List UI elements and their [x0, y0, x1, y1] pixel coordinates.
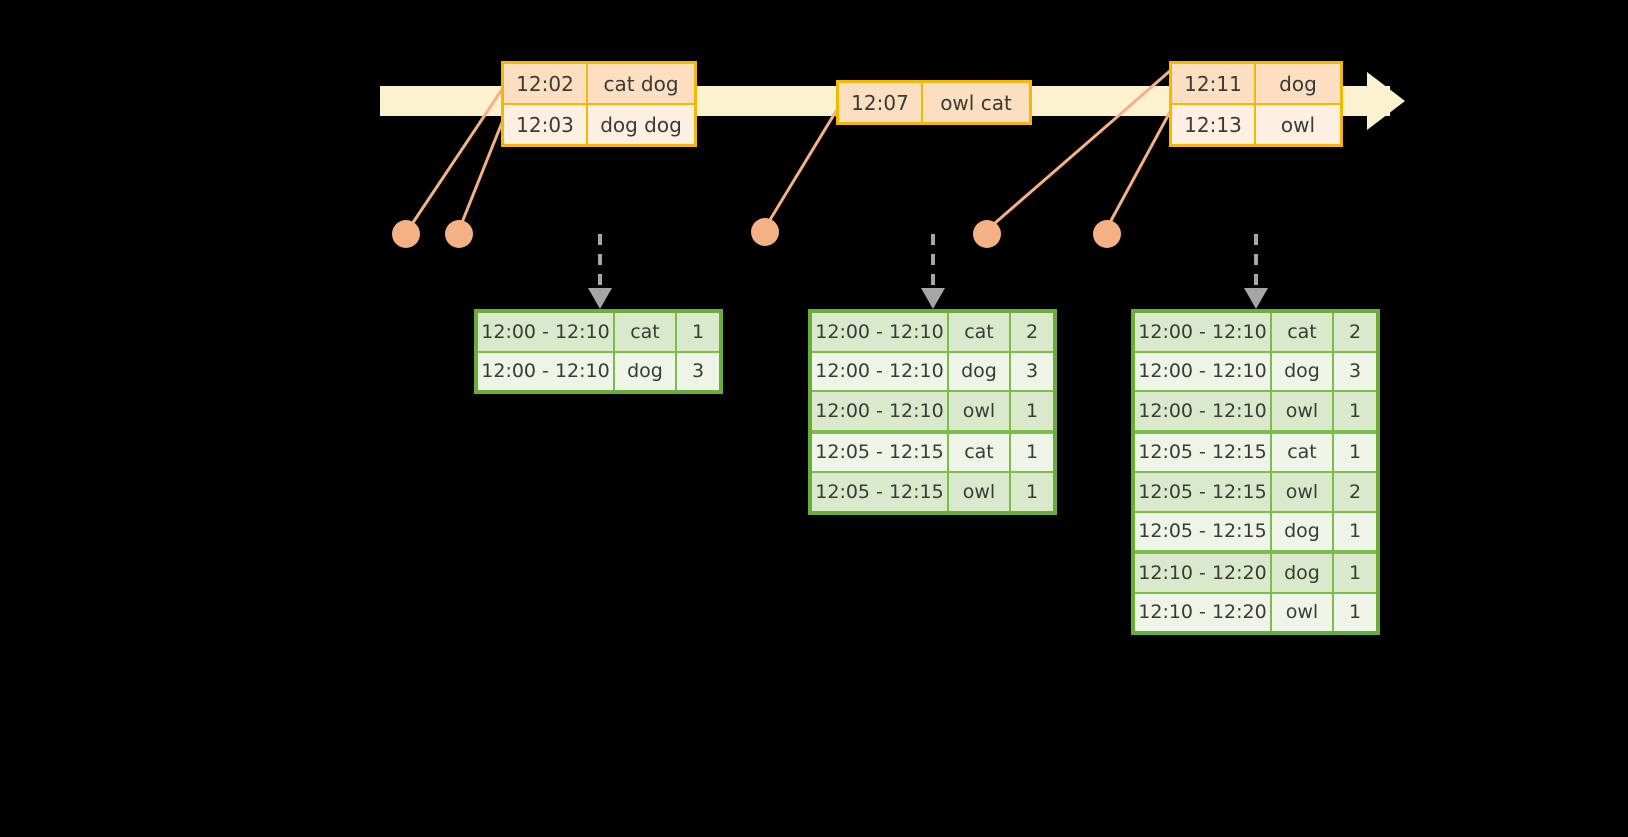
event-row[interactable]: 12:02 cat dog [504, 64, 694, 103]
timeline-arrowhead-icon [1367, 72, 1405, 130]
result-count: 3 [1334, 352, 1376, 390]
event-time: 12:02 [504, 64, 588, 103]
event-row[interactable]: 12:07 owl cat [839, 83, 1029, 122]
emit-arrow-head-2 [921, 288, 945, 309]
event-row[interactable]: 12:11 dog [1172, 64, 1340, 103]
event-value: owl [1256, 105, 1340, 144]
result-count: 2 [1334, 473, 1376, 511]
connector-dot-1213 [1093, 220, 1121, 248]
result-window: 12:05 - 12:15 [1135, 473, 1272, 511]
result-count: 1 [1011, 473, 1053, 511]
event-time: 12:13 [1172, 105, 1256, 144]
connector-line-1207 [763, 107, 840, 229]
connector-dot-1207 [751, 218, 779, 246]
result-count: 3 [1011, 352, 1053, 390]
result-count: 1 [1334, 392, 1376, 430]
result-count: 1 [1334, 593, 1376, 631]
result-window: 12:05 - 12:15 [812, 473, 949, 511]
result-key: cat [949, 313, 1011, 351]
result-window: 12:00 - 12:10 [478, 313, 615, 351]
result-key: owl [1272, 593, 1334, 631]
event-box-group-1[interactable]: 12:02 cat dog 12:03 dog dog [501, 61, 697, 147]
result-window: 12:00 - 12:10 [1135, 392, 1272, 430]
connector-line-1213 [1105, 109, 1173, 229]
result-window: 12:10 - 12:20 [1135, 593, 1272, 631]
connector-dot-1202 [392, 220, 420, 248]
result-count: 1 [1334, 554, 1376, 592]
result-count: 1 [677, 313, 719, 351]
event-box-group-2[interactable]: 12:07 owl cat [836, 80, 1032, 125]
event-row[interactable]: 12:13 owl [1172, 103, 1340, 144]
result-key: cat [1272, 313, 1334, 351]
result-key: cat [615, 313, 677, 351]
emit-arrow-head-3 [1244, 288, 1268, 309]
result-window: 12:00 - 12:10 [1135, 352, 1272, 390]
result-count: 1 [1011, 392, 1053, 430]
result-window: 12:05 - 12:15 [1135, 433, 1272, 471]
result-key: cat [949, 433, 1011, 471]
result-key: dog [1272, 512, 1334, 550]
connector-dot-1203 [445, 220, 473, 248]
result-key: owl [1272, 392, 1334, 430]
result-key: dog [1272, 352, 1334, 390]
result-count: 1 [1334, 433, 1376, 471]
result-window: 12:00 - 12:10 [478, 352, 615, 390]
emit-arrow-head-1 [588, 288, 612, 309]
result-count: 2 [1011, 313, 1053, 351]
result-key: owl [1272, 473, 1334, 511]
result-key: owl [949, 392, 1011, 430]
result-window: 12:00 - 12:10 [812, 392, 949, 430]
event-value: owl cat [923, 83, 1029, 122]
result-count: 1 [1334, 512, 1376, 550]
event-value: dog dog [588, 105, 694, 144]
result-key: dog [615, 352, 677, 390]
event-time: 12:07 [839, 83, 923, 122]
connector-dot-1211 [973, 220, 1001, 248]
event-time: 12:11 [1172, 64, 1256, 103]
result-key: dog [949, 352, 1011, 390]
event-time: 12:03 [504, 105, 588, 144]
event-row[interactable]: 12:03 dog dog [504, 103, 694, 144]
result-window: 12:00 - 12:10 [812, 352, 949, 390]
result-window: 12:10 - 12:20 [1135, 554, 1272, 592]
result-count: 2 [1334, 313, 1376, 351]
connector-line-1203 [457, 119, 505, 231]
event-value: cat dog [588, 64, 694, 103]
result-key: cat [1272, 433, 1334, 471]
result-key: dog [1272, 554, 1334, 592]
result-window: 12:00 - 12:10 [812, 313, 949, 351]
result-count: 3 [677, 352, 719, 390]
result-window: 12:00 - 12:10 [1135, 313, 1272, 351]
event-value: dog [1256, 64, 1340, 103]
result-window: 12:05 - 12:15 [812, 433, 949, 471]
result-count: 1 [1011, 433, 1053, 471]
event-box-group-3[interactable]: 12:11 dog 12:13 owl [1169, 61, 1343, 147]
result-window: 12:05 - 12:15 [1135, 512, 1272, 550]
result-key: owl [949, 473, 1011, 511]
